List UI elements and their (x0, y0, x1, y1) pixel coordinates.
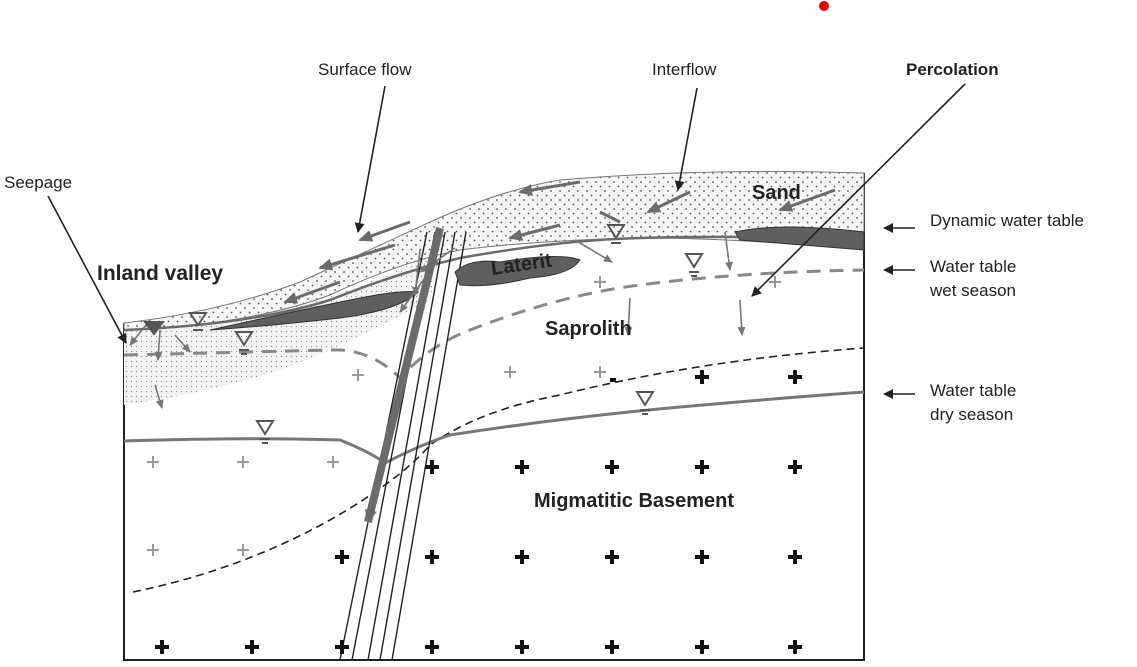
label-inland-valley: Inland valley (97, 262, 223, 285)
label-dynamic-water-table: Dynamic water table (930, 211, 1084, 230)
cross-section-frame (123, 173, 865, 661)
label-water-table-dry-1: Water table (930, 381, 1016, 400)
label-migmatitic-basement: Migmatitic Basement (534, 490, 734, 512)
deep-percolation-arrow (364, 227, 444, 524)
laterite-lenses (209, 226, 865, 331)
label-percolation: Percolation (906, 60, 999, 79)
label-water-table-wet-2: wet season (929, 281, 1016, 300)
label-water-table-dry-2: dry season (930, 405, 1013, 424)
surface-flow-arrows (283, 180, 836, 304)
label-saprolith: Saprolith (545, 318, 632, 340)
label-interflow: Interflow (652, 60, 717, 79)
label-sand: Sand (752, 182, 801, 204)
fracture-zone (339, 231, 467, 661)
label-seepage: Seepage (4, 173, 72, 192)
basement-plus-symbols (155, 370, 802, 654)
label-water-table-wet-1: Water table (930, 257, 1016, 276)
label-surface-flow: Surface flow (318, 60, 412, 79)
dry-season-water-table (123, 390, 865, 465)
callout-pointers (47, 83, 966, 399)
dynamic-water-table (123, 235, 865, 332)
saprolith-boundary (123, 268, 865, 381)
saprolith-plus-symbols (147, 276, 781, 556)
red-marker-dot (819, 1, 829, 11)
water-table-symbols (143, 224, 704, 444)
